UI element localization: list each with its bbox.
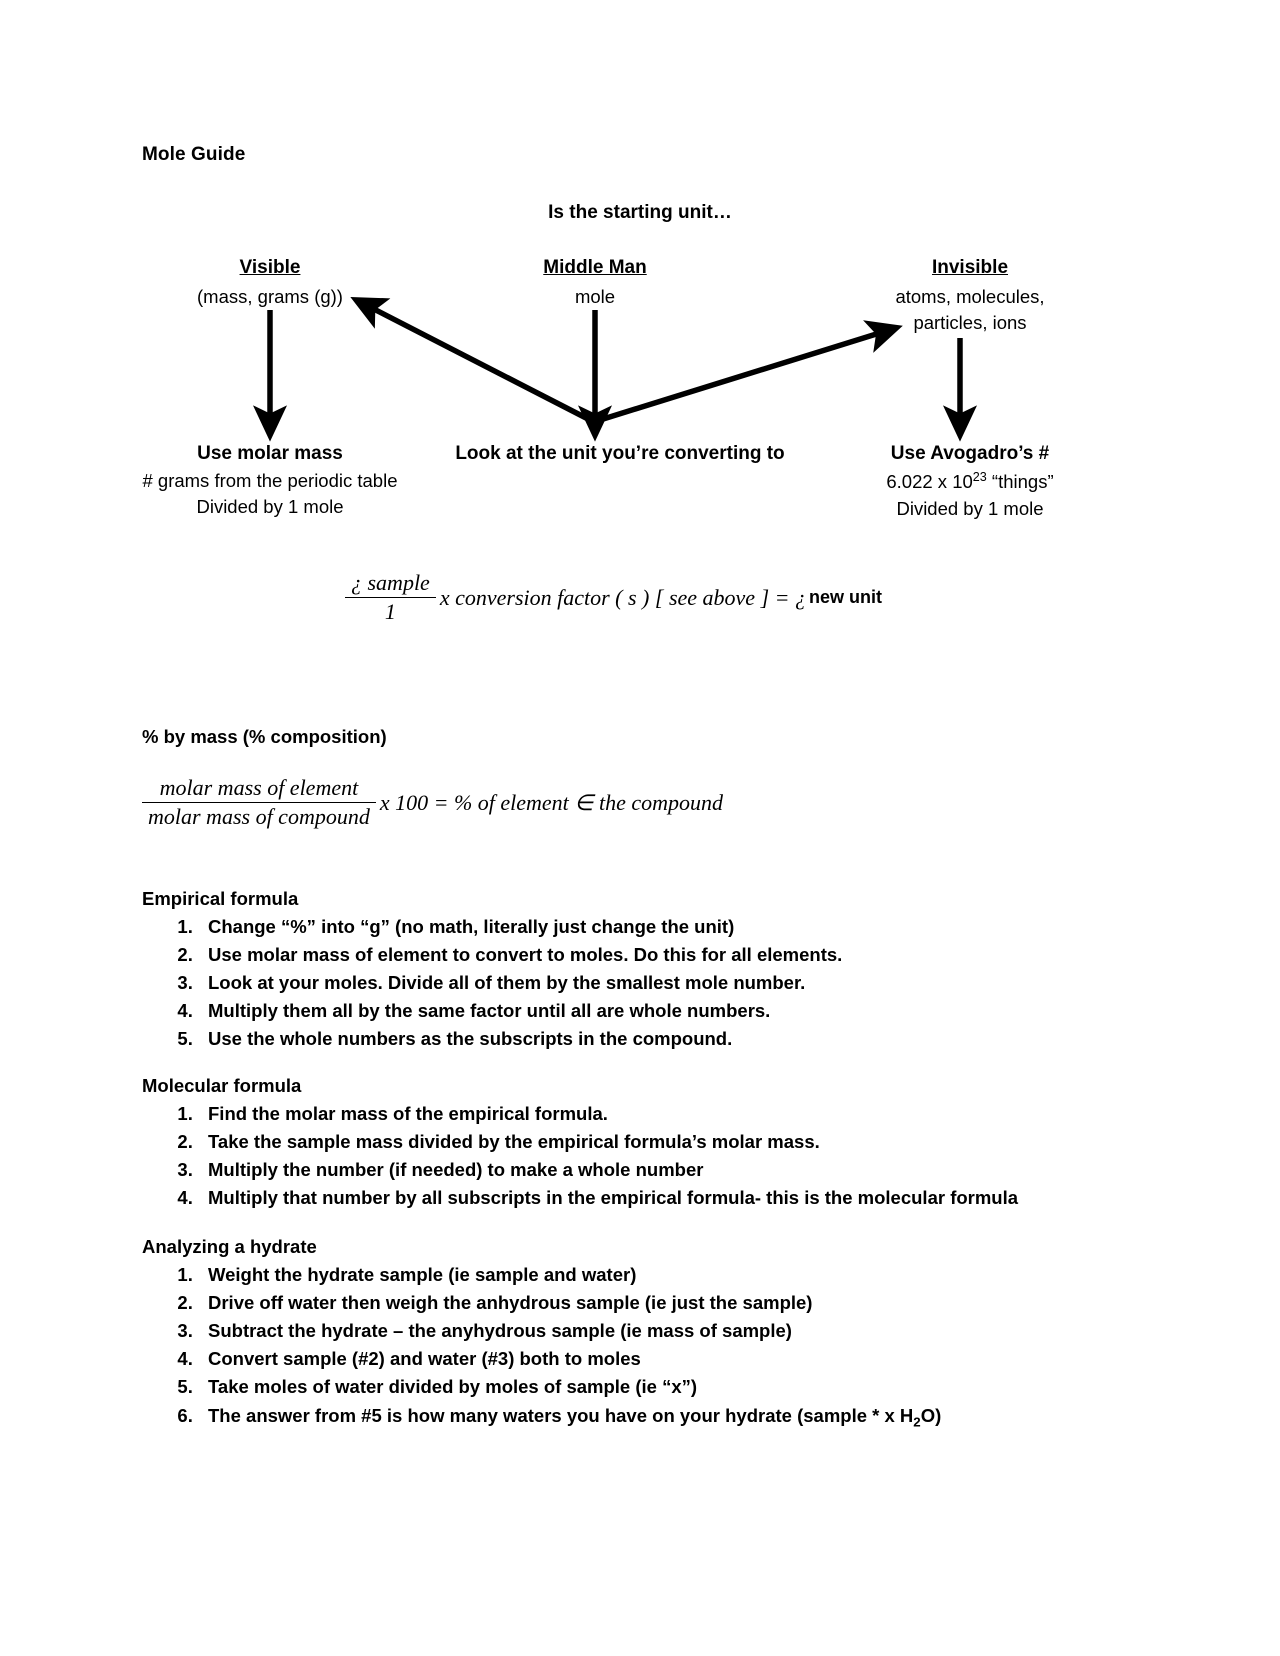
list-item: Find the molar mass of the empirical for…	[198, 1100, 1142, 1128]
list-item: Use the whole numbers as the subscripts …	[198, 1025, 1142, 1053]
percent-mass-denominator: molar mass of compound	[148, 804, 370, 829]
action-heading-look-at-unit: Look at the unit you’re converting to	[455, 443, 785, 464]
water-subscript: 2	[913, 1414, 921, 1430]
column-heading-visible: Visible	[239, 257, 301, 278]
diagram-action-avogadro: Use Avogadro’s # 6.022 x 1023 “things” D…	[835, 440, 1105, 522]
equation-denominator: 1	[384, 599, 396, 624]
section-percent-by-mass: % by mass (% composition)	[142, 726, 1142, 751]
percent-mass-numerator: molar mass of element	[142, 775, 376, 803]
action-subtext-avogadro: 6.022 x 1023 “things”	[835, 468, 1105, 496]
diagram-question: Is the starting unit…	[548, 202, 732, 223]
diagram-column-middle-man: Middle Man mole	[470, 255, 720, 310]
action-subtext-avogadro-line2: Divided by 1 mole	[896, 497, 1044, 519]
list-item: Take the sample mass divided by the empi…	[198, 1128, 1142, 1156]
diagram-action-look-at-unit: Look at the unit you’re converting to	[420, 440, 820, 468]
diagram-action-molar-mass: Use molar mass # grams from the periodic…	[120, 440, 420, 521]
section-heading-empirical-formula: Empirical formula	[142, 888, 299, 909]
avogadro-value: 6.022 x 10	[886, 470, 973, 492]
action-subtext-molar-mass: # grams from the periodic table Divided …	[142, 469, 398, 518]
column-heading-middle-man: Middle Man	[543, 257, 647, 278]
hydrate-answer-prefix: The answer from #5 is how many waters yo…	[208, 1404, 914, 1426]
list-item-water-formula: The answer from #5 is how many waters yo…	[198, 1402, 1142, 1433]
percent-mass-equation: molar mass of element molar mass of comp…	[142, 775, 723, 830]
equation-tail: x conversion factor ( s ) [ see above ] …	[439, 584, 806, 610]
section-heading-analyzing-hydrate: Analyzing a hydrate	[142, 1236, 317, 1257]
equation-result: new unit	[808, 587, 882, 607]
conversion-equation: ¿ sample 1 x conversion factor ( s ) [ s…	[345, 570, 882, 625]
empirical-formula-steps: Change “%” into “g” (no math, literally …	[142, 913, 1142, 1054]
section-empirical-formula: Empirical formula Change “%” into “g” (n…	[142, 888, 1142, 1054]
list-item: Look at your moles. Divide all of them b…	[198, 969, 1142, 997]
list-item: Use molar mass of element to convert to …	[198, 941, 1142, 969]
list-item: Multiply that number by all subscripts i…	[198, 1184, 1142, 1212]
percent-mass-fraction: molar mass of element molar mass of comp…	[142, 775, 376, 830]
column-subtext-invisible: atoms, molecules, particles, ions	[895, 285, 1045, 334]
column-subtext-visible: (mass, grams (g))	[197, 285, 343, 307]
list-item: Drive off water then weigh the anhydrous…	[198, 1289, 1142, 1317]
page-title: Mole Guide	[142, 144, 246, 165]
hydrate-answer-suffix: O)	[920, 1404, 942, 1426]
column-subtext-middle-man: mole	[574, 285, 616, 307]
list-item: Change “%” into “g” (no math, literally …	[198, 913, 1142, 941]
list-item: Subtract the hydrate – the anyhydrous sa…	[198, 1317, 1142, 1345]
equation-numerator: ¿ sample	[345, 570, 436, 598]
action-heading-avogadro: Use Avogadro’s #	[890, 443, 1050, 464]
diagram-column-visible: Visible (mass, grams (g))	[120, 255, 420, 310]
molecular-formula-steps: Find the molar mass of the empirical for…	[142, 1100, 1142, 1212]
list-item: Take moles of water divided by moles of …	[198, 1373, 1142, 1401]
list-item: Multiply the number (if needed) to make …	[198, 1156, 1142, 1184]
section-heading-molecular-formula: Molecular formula	[142, 1075, 302, 1096]
percent-mass-tail: x 100 = % of element ∈ the compound	[379, 789, 723, 815]
list-item: Convert sample (#2) and water (#3) both …	[198, 1345, 1142, 1373]
avogadro-things: “things”	[986, 470, 1054, 492]
section-heading-percent-by-mass: % by mass (% composition)	[142, 726, 387, 747]
section-analyzing-hydrate: Analyzing a hydrate Weight the hydrate s…	[142, 1236, 1142, 1432]
section-molecular-formula: Molecular formula Find the molar mass of…	[142, 1075, 1142, 1212]
avogadro-exponent: 23	[972, 469, 987, 484]
list-item: Multiply them all by the same factor unt…	[198, 997, 1142, 1025]
mole-conversion-diagram: Is the starting unit… Visible (mass, gra…	[0, 0, 1280, 540]
action-heading-molar-mass: Use molar mass	[197, 443, 343, 464]
list-item: Weight the hydrate sample (ie sample and…	[198, 1261, 1142, 1289]
hydrate-steps: Weight the hydrate sample (ie sample and…	[142, 1261, 1142, 1432]
equation-fraction-sample: ¿ sample 1	[345, 570, 436, 625]
diagram-column-invisible: Invisible atoms, molecules, particles, i…	[835, 255, 1105, 337]
column-heading-invisible: Invisible	[931, 257, 1009, 278]
